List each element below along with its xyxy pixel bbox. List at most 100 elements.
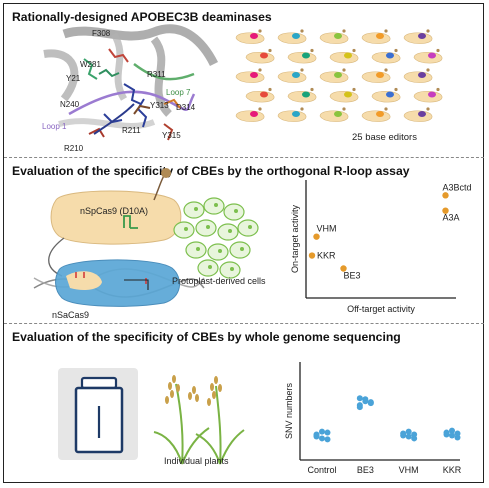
editor-tag-mark (300, 29, 304, 33)
editor-tag-mark (342, 68, 346, 72)
base-editor-icon (403, 110, 433, 122)
y-axis-label: SNV numbers (284, 382, 294, 439)
panel-divider (4, 323, 484, 324)
panel-rloop: Evaluation of the specificity of CBEs by… (4, 158, 484, 322)
editor-tag-mark (436, 87, 440, 92)
editor-deaminase-mark (260, 52, 268, 59)
y-axis-label: On-target activity (290, 204, 300, 273)
base-editor-icon (403, 71, 433, 83)
editor-deaminase-mark (418, 33, 426, 39)
editor-tag-mark (426, 29, 430, 33)
snv-dot (367, 400, 374, 407)
base-editor-icon (245, 51, 275, 64)
snv-dot (356, 395, 363, 402)
base-editor-icon (361, 32, 391, 44)
editor-tag-mark (258, 29, 262, 33)
snv-dot (405, 433, 412, 440)
residue-label: R211 (122, 126, 141, 135)
snv-dot (324, 436, 331, 443)
protoplast-cell (207, 243, 229, 261)
cell-nucleus (228, 229, 232, 233)
snv-dot (449, 432, 455, 439)
base-editor-icon (277, 32, 307, 44)
snv-dot (449, 427, 455, 434)
x-axis-label: Off-target activity (347, 304, 415, 314)
base-editor-icon (361, 71, 391, 83)
cell-nucleus (194, 207, 198, 211)
editor-deaminase-mark (334, 72, 342, 78)
deaminase-icon (161, 168, 171, 178)
protoplast-cell (223, 203, 245, 221)
snv-dot (313, 432, 320, 439)
cell-nucleus (196, 247, 200, 251)
editor-tag-mark (258, 107, 262, 111)
base-editor-icon (319, 110, 349, 122)
protoplast-cell (185, 241, 207, 259)
nsacas9-label: nSaCas9 (52, 310, 90, 320)
data-point (442, 192, 449, 199)
editor-tag-mark (394, 48, 398, 53)
snv-dot (400, 430, 407, 437)
cell-nucleus (218, 249, 222, 253)
cell-nucleus (214, 203, 218, 207)
editor-tag-mark (258, 68, 262, 72)
cell-nucleus (208, 265, 212, 269)
cells-caption: Protoplast-derived cells (172, 276, 266, 286)
plants-caption: Individual plants (164, 456, 229, 466)
base-editor-icon (361, 110, 391, 122)
data-point-label: A3Bctd (443, 182, 472, 192)
loop-label: Loop 7 (166, 88, 191, 97)
protoplast-cell (197, 259, 219, 277)
base-editor-icon (245, 90, 275, 103)
editor-deaminase-mark (250, 111, 258, 117)
cell-nucleus (234, 209, 238, 213)
residue-label: R210 (64, 144, 84, 153)
editor-deaminase-mark (418, 72, 426, 78)
editor-tag-mark (426, 107, 430, 111)
editor-tag-mark (384, 107, 388, 111)
protein-structure (43, 24, 219, 141)
protoplast-cell (237, 219, 259, 237)
base-editor-icon (413, 51, 443, 64)
snv-dot (319, 428, 325, 435)
snv-dot (356, 404, 363, 411)
rloop-scatter-chart: Off-target activity On-target activity A3B… (290, 180, 472, 314)
editor-deaminase-mark (386, 91, 394, 98)
base-editors-grid (235, 29, 443, 122)
data-point-label: KKR (317, 251, 336, 261)
editor-deaminase-mark (250, 72, 258, 78)
panel-title-rloop: Evaluation of the specificity of CBEs by… (12, 164, 410, 178)
editor-tag-mark (384, 68, 388, 72)
editor-tag-mark (310, 87, 314, 92)
editor-tag-mark (268, 87, 272, 92)
data-point-label: A3A (443, 213, 460, 223)
residue-label: F308 (92, 29, 111, 38)
snv-dot (454, 430, 461, 437)
protoplast-cells (173, 197, 259, 279)
protoplast-cell (183, 201, 205, 219)
x-tick-label: KKR (443, 465, 462, 475)
panel-title-deaminases: Rationally-designed APOBEC3B deaminases (12, 10, 272, 24)
x-tick-label: Control (307, 465, 336, 475)
rloop-schematic (33, 168, 205, 307)
data-point-label: VHM (317, 224, 337, 234)
residue-label: Y21 (66, 74, 81, 83)
base-editor-icon (319, 71, 349, 83)
editor-tag-mark (352, 48, 356, 53)
snv-dot (362, 398, 369, 405)
editor-tag-mark (394, 87, 398, 92)
editor-deaminase-mark (386, 52, 394, 59)
base-editor-icon (277, 110, 307, 122)
figure-frame (3, 3, 484, 483)
editor-deaminase-mark (260, 91, 268, 98)
panel-deaminases: Rationally-designed APOBEC3B deaminases … (4, 4, 484, 156)
panel-title-wgs: Evaluation of the specificity of CBEs by… (12, 330, 401, 344)
residue-label: Y315 (162, 131, 181, 140)
editor-tag-mark (384, 29, 388, 33)
residue-label: Y313 (150, 101, 169, 110)
editor-deaminase-mark (418, 111, 426, 117)
editors-caption: 25 base editors (352, 132, 417, 143)
residue-label: N240 (60, 100, 80, 109)
snv-dot (319, 435, 325, 442)
data-point (313, 233, 320, 240)
